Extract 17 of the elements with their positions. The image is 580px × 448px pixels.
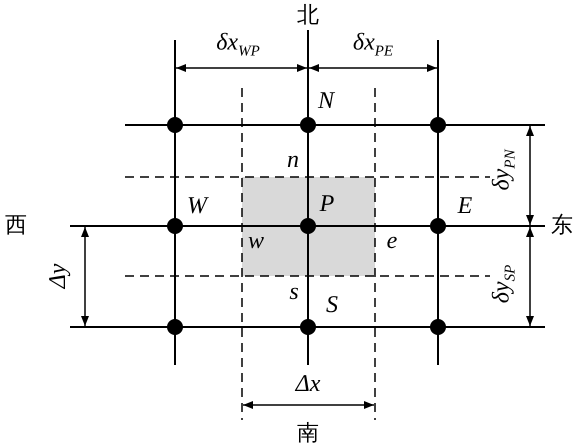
point-label: P — [320, 192, 334, 216]
face-label: s — [289, 280, 299, 304]
dimension-label: δx$_{WP}$ — [216, 30, 260, 60]
dimension-label: Δx — [296, 372, 320, 396]
point-label: E — [458, 194, 472, 218]
face-label: e — [386, 229, 398, 253]
face-label: n — [287, 148, 299, 172]
dimension-label: Δy — [46, 264, 70, 288]
direction-label: 东 — [551, 215, 573, 237]
dimension-label: δx$_{PE}$ — [352, 30, 394, 60]
point-label: W — [187, 194, 207, 218]
face-label: w — [248, 229, 264, 253]
point-label: N — [318, 89, 334, 113]
direction-label: 南 — [297, 423, 319, 445]
direction-label: 西 — [5, 215, 27, 237]
direction-label: 北 — [297, 5, 319, 27]
point-label: S — [326, 293, 338, 317]
